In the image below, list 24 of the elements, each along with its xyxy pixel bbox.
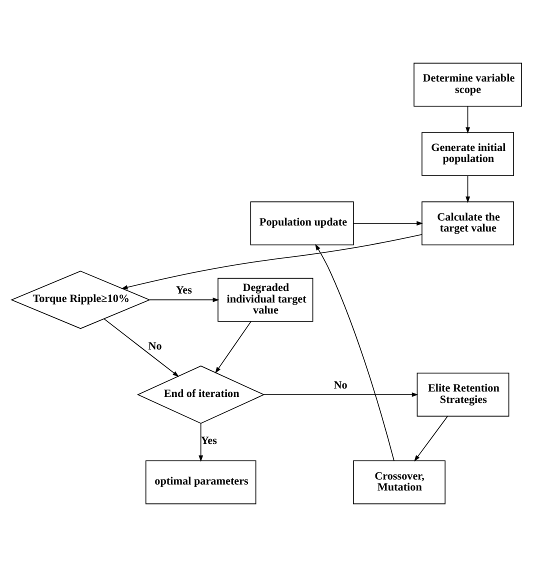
edge-label: No	[148, 340, 162, 352]
arrow	[198, 422, 204, 462]
arrow	[104, 318, 179, 376]
node-box: optimal parameters	[146, 460, 256, 504]
node-box: Elite Retention Strategies	[416, 372, 510, 416]
node-box: Degraded individual target value	[218, 277, 314, 322]
arrow	[414, 415, 448, 462]
node-box: Population update	[250, 200, 354, 245]
arrow	[121, 234, 422, 289]
node-box: Determine variable scope	[414, 62, 522, 106]
edge-label: No	[334, 378, 348, 391]
node-diamond: Torque Ripple≥10%	[10, 270, 151, 328]
arrow	[353, 220, 424, 226]
node-box: Calculate the target value	[422, 200, 514, 245]
arrow	[264, 392, 418, 396]
arrow	[466, 174, 470, 202]
arrow	[315, 243, 394, 461]
arrow	[466, 106, 470, 134]
node-box: Crossover, Mutation	[353, 460, 446, 504]
arrow	[215, 320, 252, 373]
edge-label: Yes	[200, 434, 217, 447]
arrow	[149, 297, 220, 302]
edge-label: Yes	[176, 284, 192, 296]
node-box: Generate initial population	[422, 132, 514, 176]
